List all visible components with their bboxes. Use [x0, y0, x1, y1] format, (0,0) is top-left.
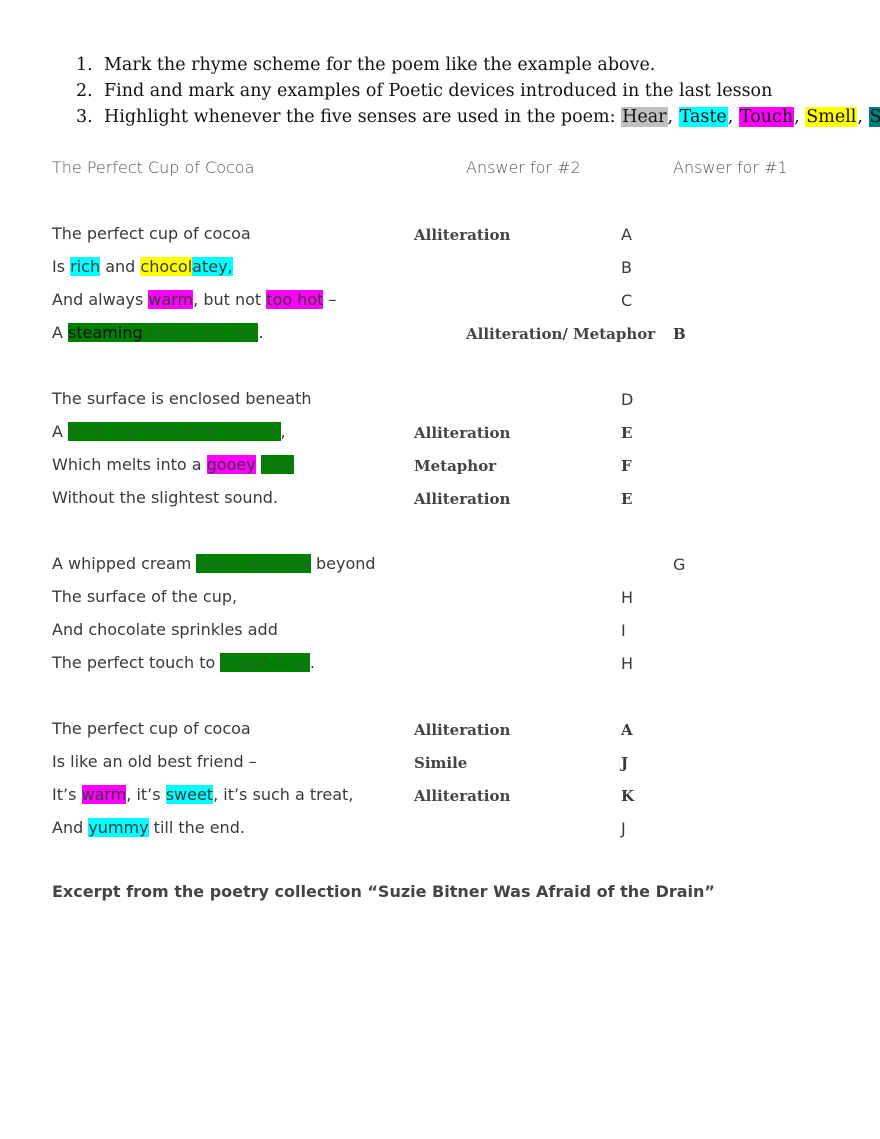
rhyme-letter: J: [621, 819, 626, 838]
poem-line: A steaming chocolate sea.: [52, 322, 264, 344]
taste-highlight: rich: [70, 257, 101, 276]
instruction-number: 2.: [76, 81, 93, 101]
device-answer: Alliteration: [414, 787, 511, 805]
rhyme-letter: I: [621, 621, 626, 640]
line-text: Which melts into a: [52, 455, 207, 474]
line-text: , it’s: [126, 785, 166, 804]
instruction-text: Mark the rhyme scheme for the poem like …: [104, 55, 656, 75]
rhyme-letter: E: [621, 490, 633, 508]
instruction-item: 1. Mark the rhyme scheme for the poem lik…: [76, 52, 856, 78]
line-text: Is: [52, 257, 71, 276]
line-text: .: [258, 323, 264, 342]
line-text: ,: [280, 422, 286, 441]
line-text: The perfect touch to: [52, 653, 221, 672]
line-text: –: [323, 290, 337, 309]
line-text: And: [52, 818, 89, 837]
poem-title: The Perfect Cup of Cocoa: [52, 158, 255, 177]
poem-line: And always warm, but not too hot –: [52, 289, 337, 311]
device-answer: Alliteration: [414, 490, 511, 508]
see-highlight: steaming: [68, 323, 143, 342]
line-text: beyond: [310, 554, 376, 573]
instruction-number: 1.: [76, 55, 93, 75]
see-highlight: tower extends: [196, 554, 311, 573]
line-text: A: [52, 323, 69, 342]
rhyme-letter: J: [621, 754, 629, 772]
rhyme-letter: C: [621, 291, 633, 310]
line-text: A whipped cream: [52, 554, 197, 573]
touch-highlight: gooey: [206, 455, 256, 474]
line-text: and: [100, 257, 141, 276]
line-text: till the end.: [148, 818, 245, 837]
line-text: [256, 455, 261, 474]
poem-line: It’s warm, it’s sweet, it’s such a treat…: [52, 784, 353, 806]
touch-highlight: warm: [81, 785, 127, 804]
rhyme-letter: G: [673, 555, 686, 574]
smell-highlight: chocol: [140, 257, 193, 276]
instructions-list: 1. Mark the rhyme scheme for the poem lik…: [76, 52, 880, 130]
see-highlight: flow: [260, 455, 294, 474]
poem-line: The perfect touch to shape it up.: [52, 652, 315, 674]
separator: ,: [727, 107, 739, 127]
rhyme-letter: H: [621, 654, 634, 673]
see-highlight: chocolate sea: [142, 323, 259, 342]
device-answer: Alliteration: [414, 721, 511, 739]
rhyme-letter: A: [621, 721, 633, 739]
rhyme-letter: D: [621, 390, 634, 409]
separator: ,: [857, 107, 869, 127]
poem-line: Is like an old best friend –: [52, 752, 257, 771]
device-answer: Metaphor: [414, 457, 497, 475]
sense-taste-label: Taste: [678, 107, 728, 127]
rhyme-answer: B: [673, 325, 686, 343]
device-answer: Alliteration/ Metaphor: [466, 325, 656, 343]
line-text: And always: [52, 290, 149, 309]
poem-line: Is rich and chocolatey,: [52, 256, 233, 278]
instruction-number: 3.: [76, 107, 93, 127]
instruction-text: Find and mark any examples of Poetic dev…: [104, 81, 773, 101]
line-text: A: [52, 422, 69, 441]
sense-see-label: See: [868, 107, 880, 127]
poem-line: Which melts into a gooey flow: [52, 454, 294, 476]
taste-highlight: sweet: [165, 785, 214, 804]
sense-touch-label: Touch: [738, 107, 795, 127]
line-text: .: [309, 653, 315, 672]
see-highlight: shape it up: [220, 653, 310, 672]
poem-line: The surface of the cup,: [52, 587, 238, 606]
poem-line: The perfect cup of cocoa: [52, 719, 251, 738]
sense-smell-label: Smell: [805, 107, 858, 127]
taste-highlight: yummy: [88, 818, 149, 837]
poem-line: The perfect cup of cocoa: [52, 224, 251, 243]
line-text: , it’s such a treat,: [213, 785, 354, 804]
rhyme-letter: A: [621, 225, 632, 244]
instruction-item: 2. Find and mark any examples of Poetic d…: [76, 78, 856, 104]
rhyme-letter: F: [621, 457, 632, 475]
see-highlight: thick marshmallow mound: [68, 422, 281, 441]
device-answer: Simile: [414, 754, 468, 772]
poem-line: And chocolate sprinkles add: [52, 620, 278, 639]
sense-hear-label: Hear: [621, 107, 668, 127]
separator: ,: [667, 107, 679, 127]
rhyme-letter: E: [621, 424, 633, 442]
device-answer: Alliteration: [414, 226, 511, 244]
poem-line: A whipped cream tower extends beyond: [52, 553, 376, 575]
separator: ,: [794, 107, 806, 127]
device-answer: Alliteration: [414, 424, 511, 442]
touch-highlight: warm: [148, 290, 194, 309]
rhyme-letter: K: [621, 787, 635, 805]
poem-line: The surface is enclosed beneath: [52, 389, 312, 408]
poem-line: Without the slightest sound.: [52, 488, 278, 507]
source-citation: Excerpt from the poetry collection “Suzi…: [52, 882, 715, 901]
poem-line: A thick marshmallow mound,: [52, 421, 286, 443]
instruction-item: 3. Highlight whenever the five senses are…: [76, 104, 880, 130]
line-text: It’s: [52, 785, 82, 804]
instruction-text: Highlight whenever the five senses are u…: [104, 107, 622, 127]
answer1-header: Answer for #1: [673, 158, 788, 177]
answer2-header: Answer for #2: [466, 158, 581, 177]
poem-line: And yummy till the end.: [52, 817, 245, 839]
rhyme-letter: B: [621, 258, 632, 277]
rhyme-letter: H: [621, 588, 634, 607]
touch-highlight: too hot: [266, 290, 324, 309]
line-text: , but not: [193, 290, 267, 309]
taste-highlight: atey,: [192, 257, 233, 276]
